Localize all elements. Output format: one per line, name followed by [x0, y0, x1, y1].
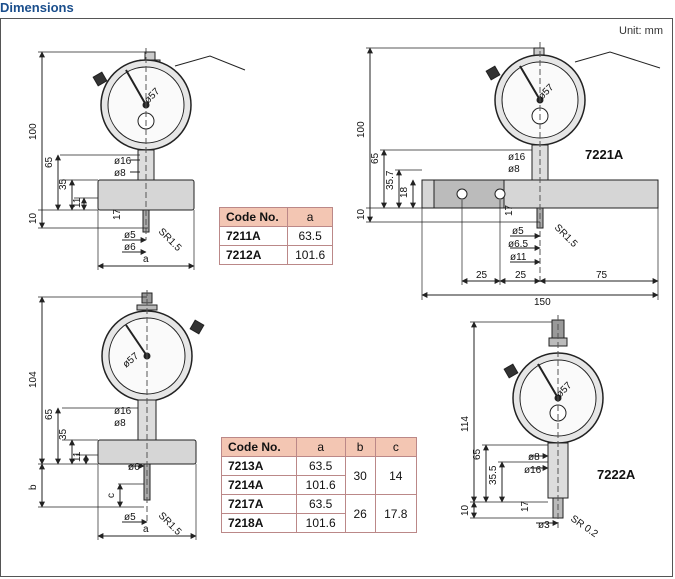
table-cell-c: 17.8	[374, 494, 418, 533]
dim-25-left: 25	[476, 270, 488, 281]
dim-35-c: 35	[58, 428, 69, 440]
dim-18: 18	[399, 186, 410, 198]
table-row: 7217A 63.5 26 17.8	[221, 494, 418, 533]
dim-65-c: 65	[44, 408, 55, 420]
table-cell-code: 7213A	[221, 456, 297, 476]
table-cell-code: 7212A	[218, 245, 289, 265]
table-cell-code: 7217A	[221, 494, 297, 514]
dim-10: 10	[28, 212, 39, 224]
drawing-7221A	[366, 42, 661, 300]
table-header-a: a	[287, 207, 333, 227]
code-table-1: Code No. a 7211A 63.5 7212A 101.6	[218, 207, 333, 265]
dim-114: 114	[460, 416, 471, 432]
dim-dia16-d: ø16	[524, 465, 542, 476]
dim-sr15-c: SR1.5	[156, 510, 184, 538]
table-header-b: b	[344, 437, 376, 457]
table-cell-a: 101.6	[295, 513, 346, 533]
table-cell-code: 7211A	[218, 226, 289, 246]
dim-b: b	[28, 484, 39, 490]
dim-65: 65	[44, 156, 55, 168]
dim-a: a	[143, 254, 149, 265]
drawing-7213A	[38, 290, 205, 540]
drawing-frame	[0, 18, 673, 577]
table-cell-c: 14	[374, 456, 418, 495]
table-cell-a: 63.5	[295, 456, 346, 476]
dim-dia6-5: ø6.5	[508, 239, 528, 250]
dim-65-b: 65	[370, 152, 381, 164]
dim-dia8: ø8	[114, 168, 126, 179]
dim-dia8-d: ø8	[528, 452, 540, 463]
dim-17-d: 17	[520, 500, 531, 512]
model-label-7222A: 7222A	[597, 467, 636, 482]
table-row: 7218A 101.6	[221, 513, 417, 533]
table-header-a: a	[295, 437, 346, 457]
table-cell-b: 30	[344, 456, 376, 495]
table-header-row: Code No. a	[218, 207, 333, 227]
table-header-row: Code No. a b c	[221, 437, 418, 457]
table-row: 7212A 101.6	[218, 245, 333, 265]
dim-100-b: 100	[356, 121, 367, 138]
dim-11-c: 11	[72, 451, 83, 462]
drawing-7222A	[470, 315, 604, 530]
dim-sr02: SR 0.2	[568, 513, 600, 540]
dim-dia5-c: ø5	[124, 512, 136, 523]
dim-dia11: ø11	[510, 252, 527, 263]
dim-dia8-b: ø8	[508, 164, 520, 175]
drawing-7221A-labels: 100 65 35.7 18 10 17 ø16 ø8 ø5 ø6.5 ø11 …	[356, 82, 608, 308]
dim-dia16: ø16	[114, 156, 132, 167]
dim-a-c: a	[143, 524, 149, 535]
dim-100: 100	[28, 123, 39, 140]
dim-35: 35	[58, 178, 69, 190]
dim-35-5: 35.5	[488, 465, 499, 485]
dim-sr15: SR1.5	[156, 226, 184, 254]
table-row: 7213A 63.5 30 14	[221, 456, 418, 495]
dim-10-b: 10	[356, 208, 367, 220]
dim-17: 17	[112, 208, 123, 220]
section-title: Dimensions	[0, 0, 74, 15]
table-cell-code: 7218A	[221, 513, 297, 533]
model-label-7221A: 7221A	[585, 147, 624, 162]
dim-10-d: 10	[460, 504, 471, 516]
dim-17-b: 17	[504, 204, 515, 216]
table-header-c: c	[374, 437, 418, 457]
table-row: 7214A 101.6	[221, 475, 417, 495]
dim-dia16-c: ø16	[114, 406, 132, 417]
table-cell-a: 63.5	[287, 226, 333, 246]
dim-75: 75	[596, 270, 608, 281]
dim-35-7: 35.7	[385, 170, 396, 190]
table-cell-a: 101.6	[287, 245, 333, 265]
table-header-code: Code No.	[218, 207, 289, 227]
dim-dia5: ø5	[124, 230, 136, 241]
dim-dia6: ø6	[124, 242, 136, 253]
dim-11: 11	[72, 197, 83, 208]
drawing-7211A	[38, 48, 246, 270]
code-table-2: Code No. a b c 7213A 63.5 30 14 7214A 10…	[221, 437, 418, 533]
dim-dia8-c: ø8	[114, 418, 126, 429]
dim-104: 104	[28, 371, 39, 388]
table-cell-a: 63.5	[295, 494, 346, 514]
dim-150: 150	[534, 297, 551, 308]
dim-65-d: 65	[472, 448, 483, 460]
dim-dia16-b: ø16	[508, 152, 526, 163]
table-cell-code: 7214A	[221, 475, 297, 495]
dim-dia3: ø3	[538, 520, 550, 531]
table-row: 7211A 63.5	[218, 226, 333, 246]
table-cell-b: 26	[344, 494, 376, 533]
dim-dia6-c: ø6	[128, 462, 140, 473]
dim-sr15-b: SR1.5	[552, 222, 580, 250]
table-header-code: Code No.	[221, 437, 297, 457]
dim-dia5-b: ø5	[512, 226, 524, 237]
dim-c: c	[106, 493, 117, 498]
table-cell-a: 101.6	[295, 475, 346, 495]
unit-label: Unit: mm	[619, 25, 663, 37]
dim-25-right: 25	[515, 270, 527, 281]
